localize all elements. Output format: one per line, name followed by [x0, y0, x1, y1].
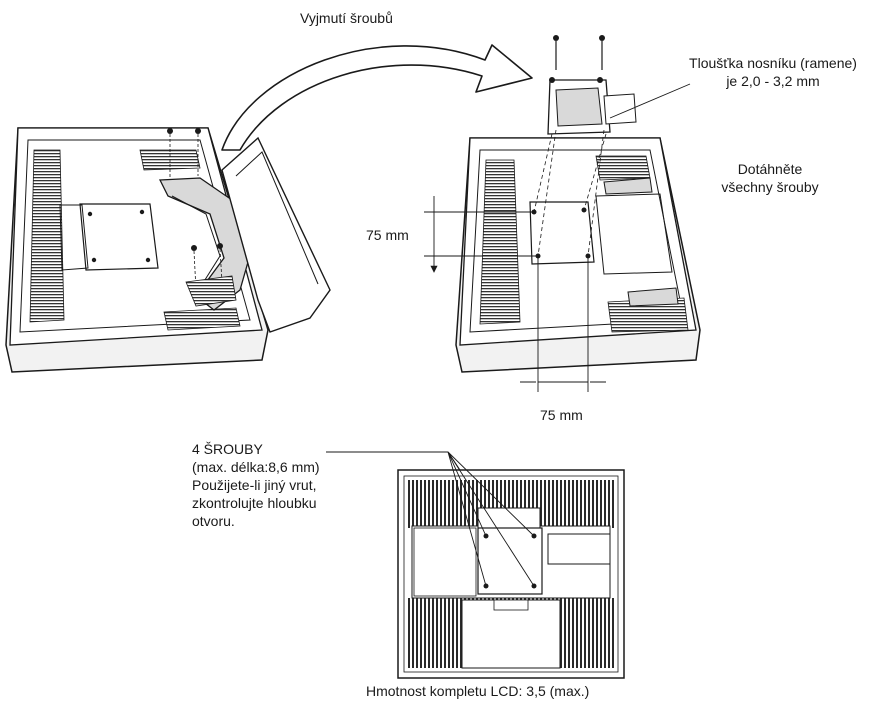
dimension-horizontal — [520, 256, 606, 392]
screws-info: 4 ŠROUBY (max. délka:8,6 mm) Použijete-l… — [192, 440, 320, 530]
monitor-left — [5, 127, 331, 373]
remove-screws-label: Vyjmutí šroubů — [300, 10, 393, 26]
tighten-line1: Dotáhněte — [737, 161, 803, 177]
screws-note-line2: zkontrolujte hloubku — [192, 495, 317, 511]
screws-note-line3: otvoru. — [192, 513, 235, 529]
tighten-line2: všechny šrouby — [721, 179, 819, 195]
screws-title: 4 ŠROUBY — [192, 441, 263, 457]
arm-thickness-line2: je 2,0 - 3,2 mm — [726, 73, 820, 89]
dimension-horizontal-label: 75 mm — [540, 407, 583, 423]
arm-thickness-label: Tloušťka nosníku (ramene) je 2,0 - 3,2 m… — [668, 54, 878, 90]
dimension-vertical-label: 75 mm — [366, 227, 409, 243]
arm-thickness-line1: Tloušťka nosníku (ramene) — [689, 55, 857, 71]
tighten-screws-label: Dotáhněte všechny šrouby — [700, 160, 840, 196]
screws-max-length: (max. délka:8,6 mm) — [192, 459, 320, 475]
monitor-bottom — [326, 451, 625, 679]
monitor-right — [455, 35, 701, 373]
curved-arrow — [221, 44, 533, 151]
weight-label: Hmotnost kompletu LCD: 3,5 (max.) — [366, 683, 590, 699]
dimension-vertical — [424, 196, 538, 272]
screws-note-line1: Použijete-li jiný vrut, — [192, 477, 317, 493]
